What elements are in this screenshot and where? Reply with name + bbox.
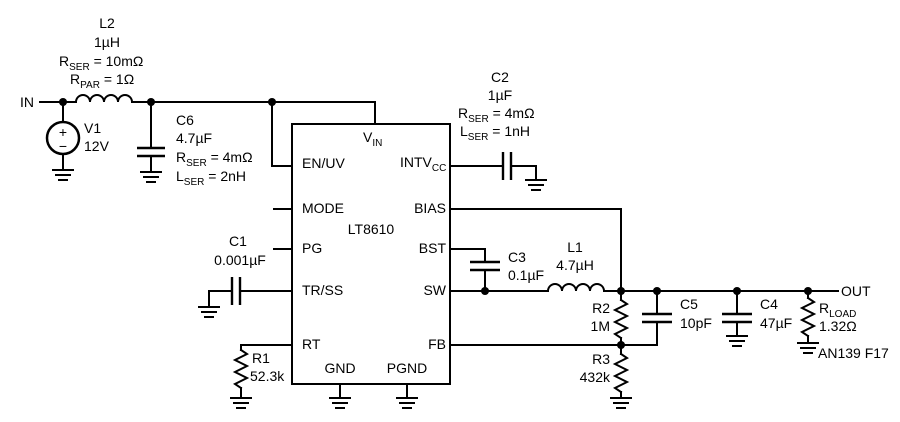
l2-rpar: RPAR = 1Ω [70, 71, 134, 91]
c2-lser: LSER = 1nH [460, 123, 530, 143]
c3-ref: C3 [508, 249, 526, 265]
ic-part-label: LT8610 [348, 221, 395, 237]
c5-value: 10pF [680, 315, 712, 331]
ic-pin-vin: VIN [363, 129, 382, 149]
c2-capacitor-plates [501, 152, 513, 180]
ic-pin-sw: SW [423, 282, 446, 298]
ic-pin-bst: BST [419, 240, 447, 256]
ic-pin-pgnd: PGND [387, 360, 427, 376]
c2-rser: RSER = 4mΩ [458, 105, 535, 125]
c3-value: 0.1µF [508, 267, 544, 283]
ic-pin-intvcc: INTVCC [400, 154, 446, 174]
ic-pin-fb: FB [428, 336, 446, 352]
r2-ref: R2 [592, 300, 610, 316]
v1-plus-sign: + [59, 124, 67, 140]
c6-lser: LSER = 2nH [176, 168, 246, 188]
c5-capacitor-plates [642, 312, 672, 324]
ground-icon-r1 [230, 397, 252, 409]
r2-value: 1M [591, 318, 610, 334]
wire-rt [240, 344, 293, 351]
wire-c2-ground [510, 165, 537, 181]
l1-ref: L1 [567, 239, 583, 255]
r2-resistor-zigzag [612, 298, 630, 340]
ground-icon-gnd [329, 397, 351, 409]
rload-ref: RLOAD [819, 300, 856, 320]
l2-value: 1µH [94, 34, 120, 50]
net-label-out: OUT [841, 283, 871, 299]
rload-value: 1.32Ω [819, 318, 857, 334]
ground-icon-v1 [52, 169, 74, 181]
l2-inductor-coil [74, 94, 134, 104]
c6-value: 4.7µF [176, 130, 212, 146]
c3-capacitor-plates [470, 260, 500, 272]
r1-value: 52.3k [250, 368, 285, 384]
c5-ref: C5 [680, 296, 698, 312]
l1-inductor-coil [546, 283, 606, 293]
ic-body [291, 123, 451, 385]
r3-ref: R3 [592, 351, 610, 367]
net-label-in: IN [20, 94, 34, 110]
c1-capacitor-plates [230, 277, 242, 305]
r3-resistor-zigzag [612, 352, 630, 394]
c6-ref: C6 [176, 112, 194, 128]
ground-icon-rload [797, 342, 819, 354]
r1-ref: R1 [252, 350, 270, 366]
c6-capacitor-plates [137, 146, 165, 158]
junction-sw [481, 287, 489, 295]
wire-en-uv [271, 101, 293, 167]
l2-rser: RSER = 10mΩ [59, 53, 143, 73]
l2-ref: L2 [99, 15, 115, 31]
c4-ref: C4 [760, 296, 778, 312]
c4-capacitor-plates [722, 312, 752, 324]
ic-pin-bias: BIAS [414, 200, 446, 216]
l1-value: 4.7µH [556, 257, 594, 273]
ground-icon-c4 [726, 335, 748, 347]
c2-ref: C2 [491, 69, 509, 85]
ground-icon-c1 [198, 306, 220, 318]
wire-c1-ground [208, 290, 233, 308]
wire-bst [449, 248, 486, 263]
v1-value: 12V [84, 138, 110, 154]
ground-icon-c6 [140, 171, 162, 183]
ground-icon-pgnd [396, 397, 418, 409]
figure-id: AN139 F17 [818, 345, 889, 361]
r3-value: 432k [580, 369, 611, 385]
ic-pin-en-uv: EN/UV [302, 155, 345, 171]
v1-ref: V1 [84, 120, 101, 136]
ground-icon-r3 [610, 397, 632, 409]
wire-bias [449, 208, 622, 292]
ground-icon-c2 [525, 179, 547, 191]
c2-value: 1µF [488, 87, 512, 103]
ic-pin-rt: RT [302, 336, 321, 352]
r1-resistor-zigzag [232, 348, 250, 390]
v1-minus-sign: − [59, 138, 67, 154]
rload-resistor-zigzag [799, 296, 817, 338]
c6-rser: RSER = 4mΩ [176, 149, 253, 169]
ic-pin-pg: PG [302, 240, 322, 256]
ic-pin-mode: MODE [302, 200, 344, 216]
c4-value: 47µF [760, 315, 792, 331]
ic-pin-tr-ss: TR/SS [302, 282, 343, 298]
c1-value: 0.001µF [214, 252, 266, 268]
wire-l2-to-vin [131, 101, 376, 125]
c1-ref: C1 [229, 233, 247, 249]
ic-pin-gnd: GND [324, 360, 355, 376]
